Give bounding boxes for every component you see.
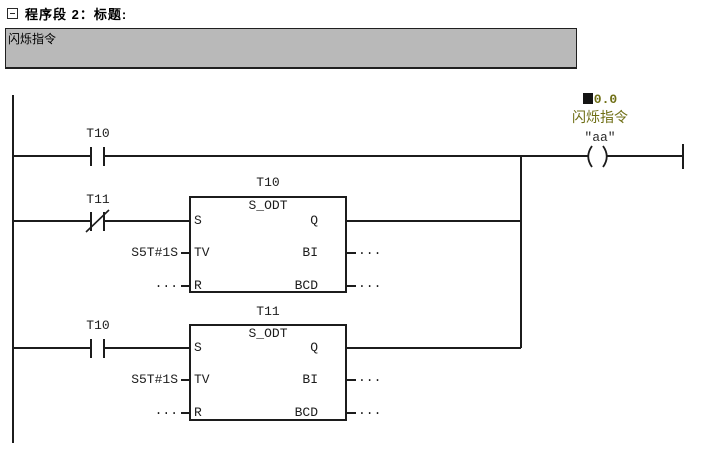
timer-tv-value[interactable]: S5T#1S	[131, 372, 178, 387]
timer-r-value[interactable]: ...	[154, 403, 178, 418]
timer-output-q: Q	[310, 213, 318, 228]
timer-tv-value[interactable]: S5T#1S	[131, 245, 178, 260]
timer-block-type: S_ODT	[248, 326, 288, 341]
coil-symbol-name[interactable]: "aa"	[584, 130, 616, 145]
coil-symbol-comment: 闪烁指令	[572, 109, 628, 125]
timer-input-tv: TV	[194, 245, 210, 260]
contact-normally-open-1[interactable]	[90, 147, 105, 166]
timer-output-bi: BI	[302, 372, 318, 387]
timer-bi-value[interactable]: ...	[358, 370, 382, 385]
timer-output-q: Q	[310, 340, 318, 355]
timer-input-r: R	[194, 278, 202, 293]
network-comment-box[interactable]: 闪烁指令	[5, 28, 577, 69]
timer-input-s: S	[194, 213, 202, 228]
timer-box-outline-1[interactable]	[189, 196, 347, 293]
highlighted-char-block	[582, 93, 593, 104]
timer-r-value[interactable]: ...	[154, 276, 178, 291]
timer-input-s: S	[194, 340, 202, 355]
timer-bcd-value[interactable]: ...	[358, 403, 382, 418]
timer-bi-value[interactable]: ...	[358, 243, 382, 258]
contact-normally-open-2[interactable]	[90, 339, 105, 358]
timer-output-bcd: BCD	[294, 278, 318, 293]
timer-input-tv: TV	[194, 372, 210, 387]
contact-label[interactable]: T10	[86, 126, 110, 141]
collapse-minus-icon[interactable]	[7, 8, 18, 19]
output-coil-icon[interactable]	[587, 145, 608, 168]
timer-input-r: R	[194, 405, 202, 420]
timer-name[interactable]: T11	[256, 304, 280, 319]
timer-box-outline-2[interactable]	[189, 324, 347, 421]
power-rails	[12, 95, 684, 443]
timer-bcd-value[interactable]: ...	[358, 276, 382, 291]
timer-output-bcd: BCD	[294, 405, 318, 420]
timer-name[interactable]: T10	[256, 175, 280, 190]
wires	[13, 155, 683, 414]
timer-output-bi: BI	[302, 245, 318, 260]
contact-normally-closed[interactable]	[85, 209, 110, 233]
network-title[interactable]: 程序段 2：标题:	[25, 7, 128, 22]
contact-label[interactable]: T10	[86, 318, 110, 333]
contact-label[interactable]: T11	[86, 192, 110, 207]
coil-address[interactable]: 0.0	[548, 93, 652, 106]
network-comment-text: 闪烁指令	[8, 32, 57, 46]
timer-block-type: S_ODT	[248, 198, 288, 213]
